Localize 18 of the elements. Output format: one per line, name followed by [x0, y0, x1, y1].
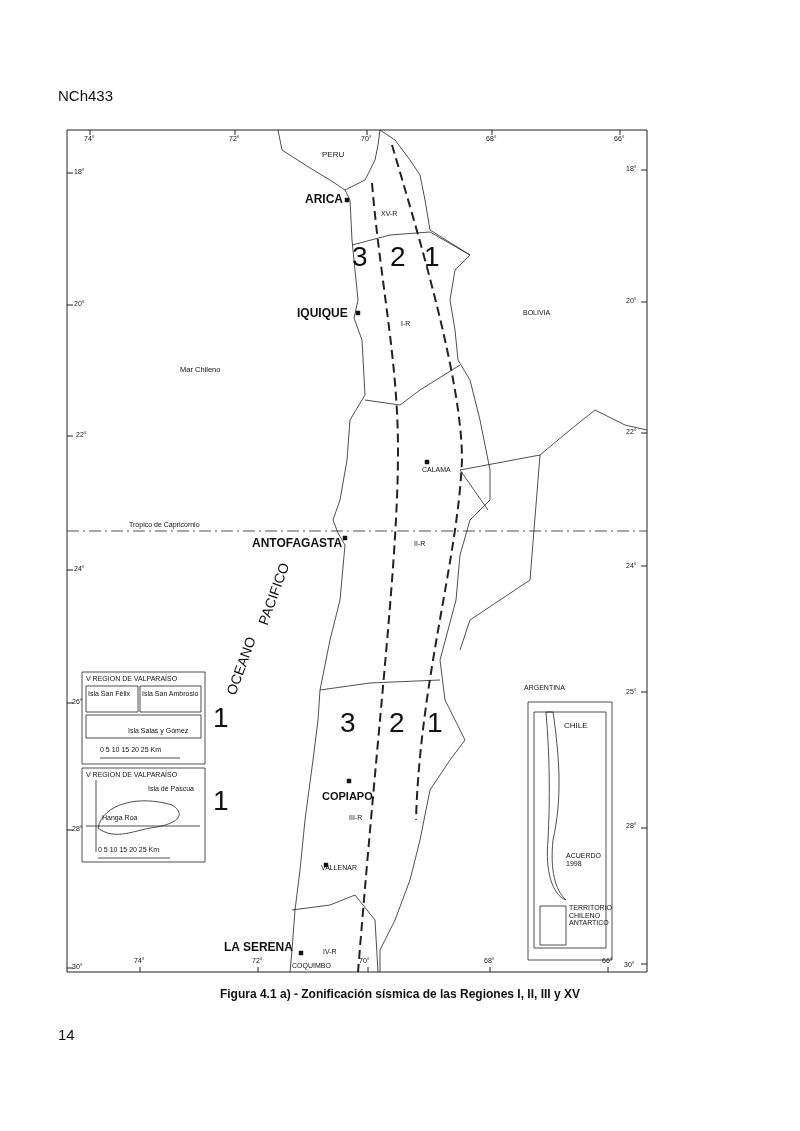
country-label: CHILE: [564, 722, 588, 731]
zone-number: 1: [424, 242, 440, 273]
zone-number: 2: [390, 242, 406, 273]
city-label: LA SERENA: [224, 941, 293, 955]
figure-caption: Figura 4.1 a) - Zonificación sísmica de las Regiones I, II, III y XV: [219, 988, 581, 1002]
city-label: ANTOFAGASTA: [252, 537, 343, 551]
city-label: IQUIQUE: [297, 307, 348, 321]
zone-number: 1: [213, 786, 229, 817]
country-label: PERU: [322, 151, 345, 160]
standard-code: NCh433: [58, 88, 114, 105]
page-number: 14: [58, 1027, 75, 1044]
city-label: ARICA: [305, 193, 343, 207]
zone-number: 3: [352, 242, 368, 273]
zone-number: 2: [389, 708, 405, 739]
city-label: COPIAPO: [322, 790, 373, 803]
zone-number: 1: [427, 708, 443, 739]
zone-number: 1: [213, 703, 229, 734]
zone-number: 3: [340, 708, 356, 739]
